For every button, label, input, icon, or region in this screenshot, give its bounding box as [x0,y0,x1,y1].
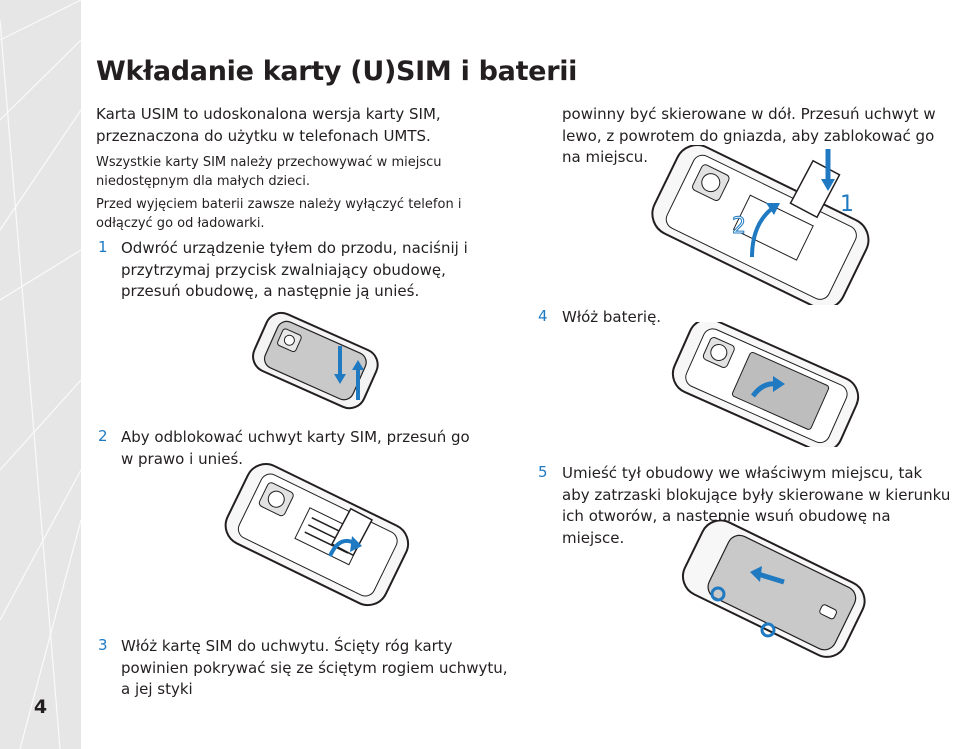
figure-sim-holder [212,460,412,620]
step-text-3-continued: powinny być skierowane w dół. Przesuń uc… [562,105,936,166]
page-number: 4 [33,696,48,718]
figure-insert-battery [665,322,865,447]
phone-cover-replace-icon [681,520,866,658]
page-title: Wkładanie karty (U)SIM i baterii [96,56,578,87]
battery-icon [671,322,860,447]
sidebar-pattern-icon [0,0,81,749]
step-text-1: Odwróć urządzenie tyłem do przodu, naciś… [121,239,468,300]
step-text-4: Włóż baterię. [562,308,662,326]
callout-one: 1 [840,192,854,217]
note-charger: Przed wyjęciem baterii zawsze należy wył… [96,197,462,231]
step-number-1: 1 [98,238,108,256]
step-text-3: Włóż kartę SIM do uchwytu. Ścięty róg ka… [121,637,508,698]
step-number-5: 5 [538,463,548,481]
sim-holder-icon [224,463,410,607]
note-children: Wszystkie karty SIM należy przechowywać … [96,155,442,189]
figure-remove-cover [236,308,386,418]
sim-card-icon: 1 2 [651,145,870,305]
step-text-2: Aby odblokować uchwyt karty SIM, przesuń… [121,428,470,468]
page-sidebar: 4 [0,0,81,749]
callout-two: 2 [732,214,746,239]
figure-replace-cover [672,520,872,660]
phone-back-cover-icon [252,311,379,410]
step-number-4: 4 [538,307,548,325]
step-number-3: 3 [98,636,108,654]
step-text-5: Umieść tył obudowy we właściwym miejscu,… [562,464,951,547]
intro-paragraph: Karta USIM to udoskonalona wersja karty … [96,105,441,145]
figure-insert-sim: 1 2 [640,145,890,305]
step-number-2: 2 [98,427,108,445]
